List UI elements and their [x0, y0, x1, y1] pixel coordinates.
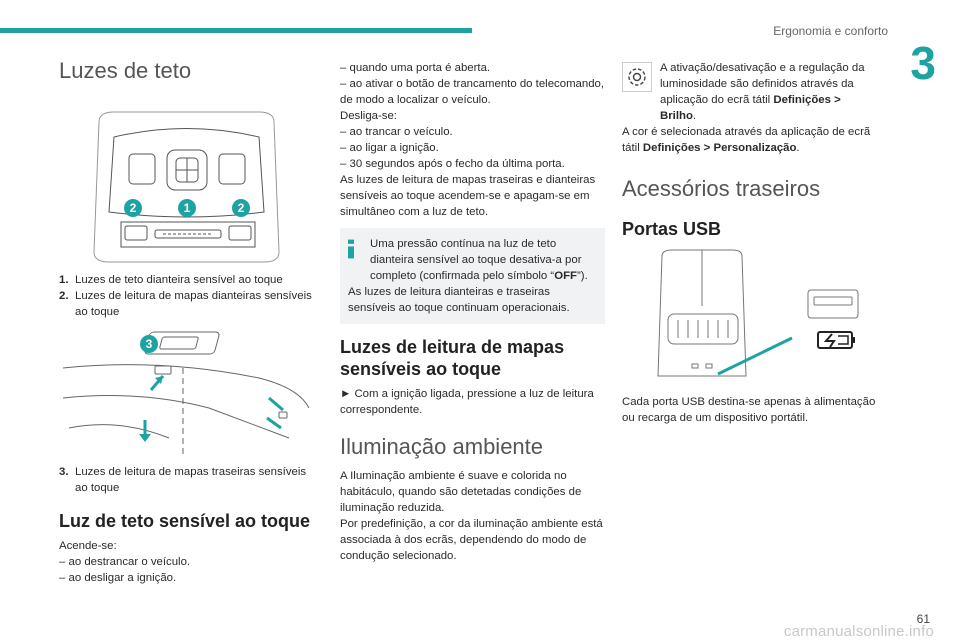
text-instruction: ► Com a ignição ligada, pressione a luz … — [340, 388, 594, 416]
text-bullet: – quando uma porta é aberta. — [340, 62, 491, 74]
text-bullet: – ao ativar o botão de trancamento do te… — [340, 78, 605, 106]
callout-2-left: 2 — [130, 201, 137, 215]
rear-lights-list: 3.Luzes de leitura de mapas traseiras se… — [59, 464, 314, 496]
callout-1: 1 — [184, 201, 191, 215]
watermark: carmanualsonline.info — [783, 623, 934, 640]
info-note-box: Uma pressão contínua na luz de teto dian… — [340, 228, 605, 324]
callout-2-right: 2 — [238, 201, 245, 215]
list-item: 1.Luzes de teto dianteira sensível ao to… — [59, 274, 283, 286]
list-item: 2.Luzes de leitura de mapas dianteiras s… — [59, 290, 312, 318]
text-bullet: – 30 segundos após o fecho da última por… — [340, 158, 565, 170]
info-text: Uma pressão contínua na luz de teto dian… — [370, 238, 588, 282]
heading-luzes-de-leitura: Luzes de leitura de mapas sensíveis ao t… — [340, 337, 565, 379]
text-paragraph: Cada porta USB destina-se apenas à alime… — [622, 396, 876, 424]
battery-charging-icon — [817, 331, 855, 349]
text-bullet: – ao desligar a ignição. — [59, 572, 177, 584]
text-bullet: – ao trancar o veículo. — [340, 126, 453, 138]
header-accent-bar — [0, 28, 472, 33]
text-acende-se: Acende-se: — [59, 540, 117, 552]
front-lights-list: 1.Luzes de teto dianteira sensível ao to… — [59, 272, 314, 320]
settings-note: A ativação/desativação e a regulação da … — [622, 62, 871, 154]
rear-reading-light-figure: 3 — [62, 331, 310, 456]
column-3: A ativação/desativação e a regulação da … — [622, 60, 877, 426]
column-2: – quando uma porta é aberta. – ao ativar… — [340, 60, 605, 564]
section-title-iluminacao-ambiente: Iluminação ambiente — [340, 434, 544, 459]
heading-portas-usb: Portas USB — [622, 219, 722, 239]
text-bullet: – ao destrancar o veículo. — [59, 556, 191, 568]
section-name: Ergonomia e conforto — [773, 24, 888, 38]
text-paragraph: As luzes de leitura de mapas traseiras e… — [340, 174, 596, 218]
gear-icon — [622, 62, 652, 92]
figure-callouts: 2 1 2 — [124, 199, 250, 217]
callout-3: 3 — [146, 337, 153, 351]
section-title-acessorios-traseiros: Acessórios traseiros — [622, 176, 821, 201]
text-paragraph: Por predefinição, a cor da iluminação am… — [340, 518, 603, 562]
text-paragraph: A Iluminação ambiente é suave e colorida… — [340, 470, 582, 514]
column-1: Luzes de teto 2 1 2 1.Luzes de teto — [59, 56, 314, 586]
chapter-number: 3 — [910, 37, 936, 89]
front-ceiling-light-figure: 2 1 2 — [93, 111, 280, 263]
section-title-luzes-de-teto: Luzes de teto — [59, 58, 192, 83]
info-text-2: As luzes de leitura dianteiras e traseir… — [348, 286, 570, 314]
page-number: 61 — [916, 612, 930, 626]
usb-ports-figure — [657, 249, 859, 377]
list-item: 3.Luzes de leitura de mapas traseiras se… — [59, 466, 307, 494]
text-desliga-se: Desliga-se: — [340, 110, 397, 122]
heading-luz-de-teto-sensivel: Luz de teto sensível ao toque — [59, 511, 311, 531]
info-icon — [348, 239, 354, 259]
text-bullet: – ao ligar a ignição. — [340, 142, 439, 154]
